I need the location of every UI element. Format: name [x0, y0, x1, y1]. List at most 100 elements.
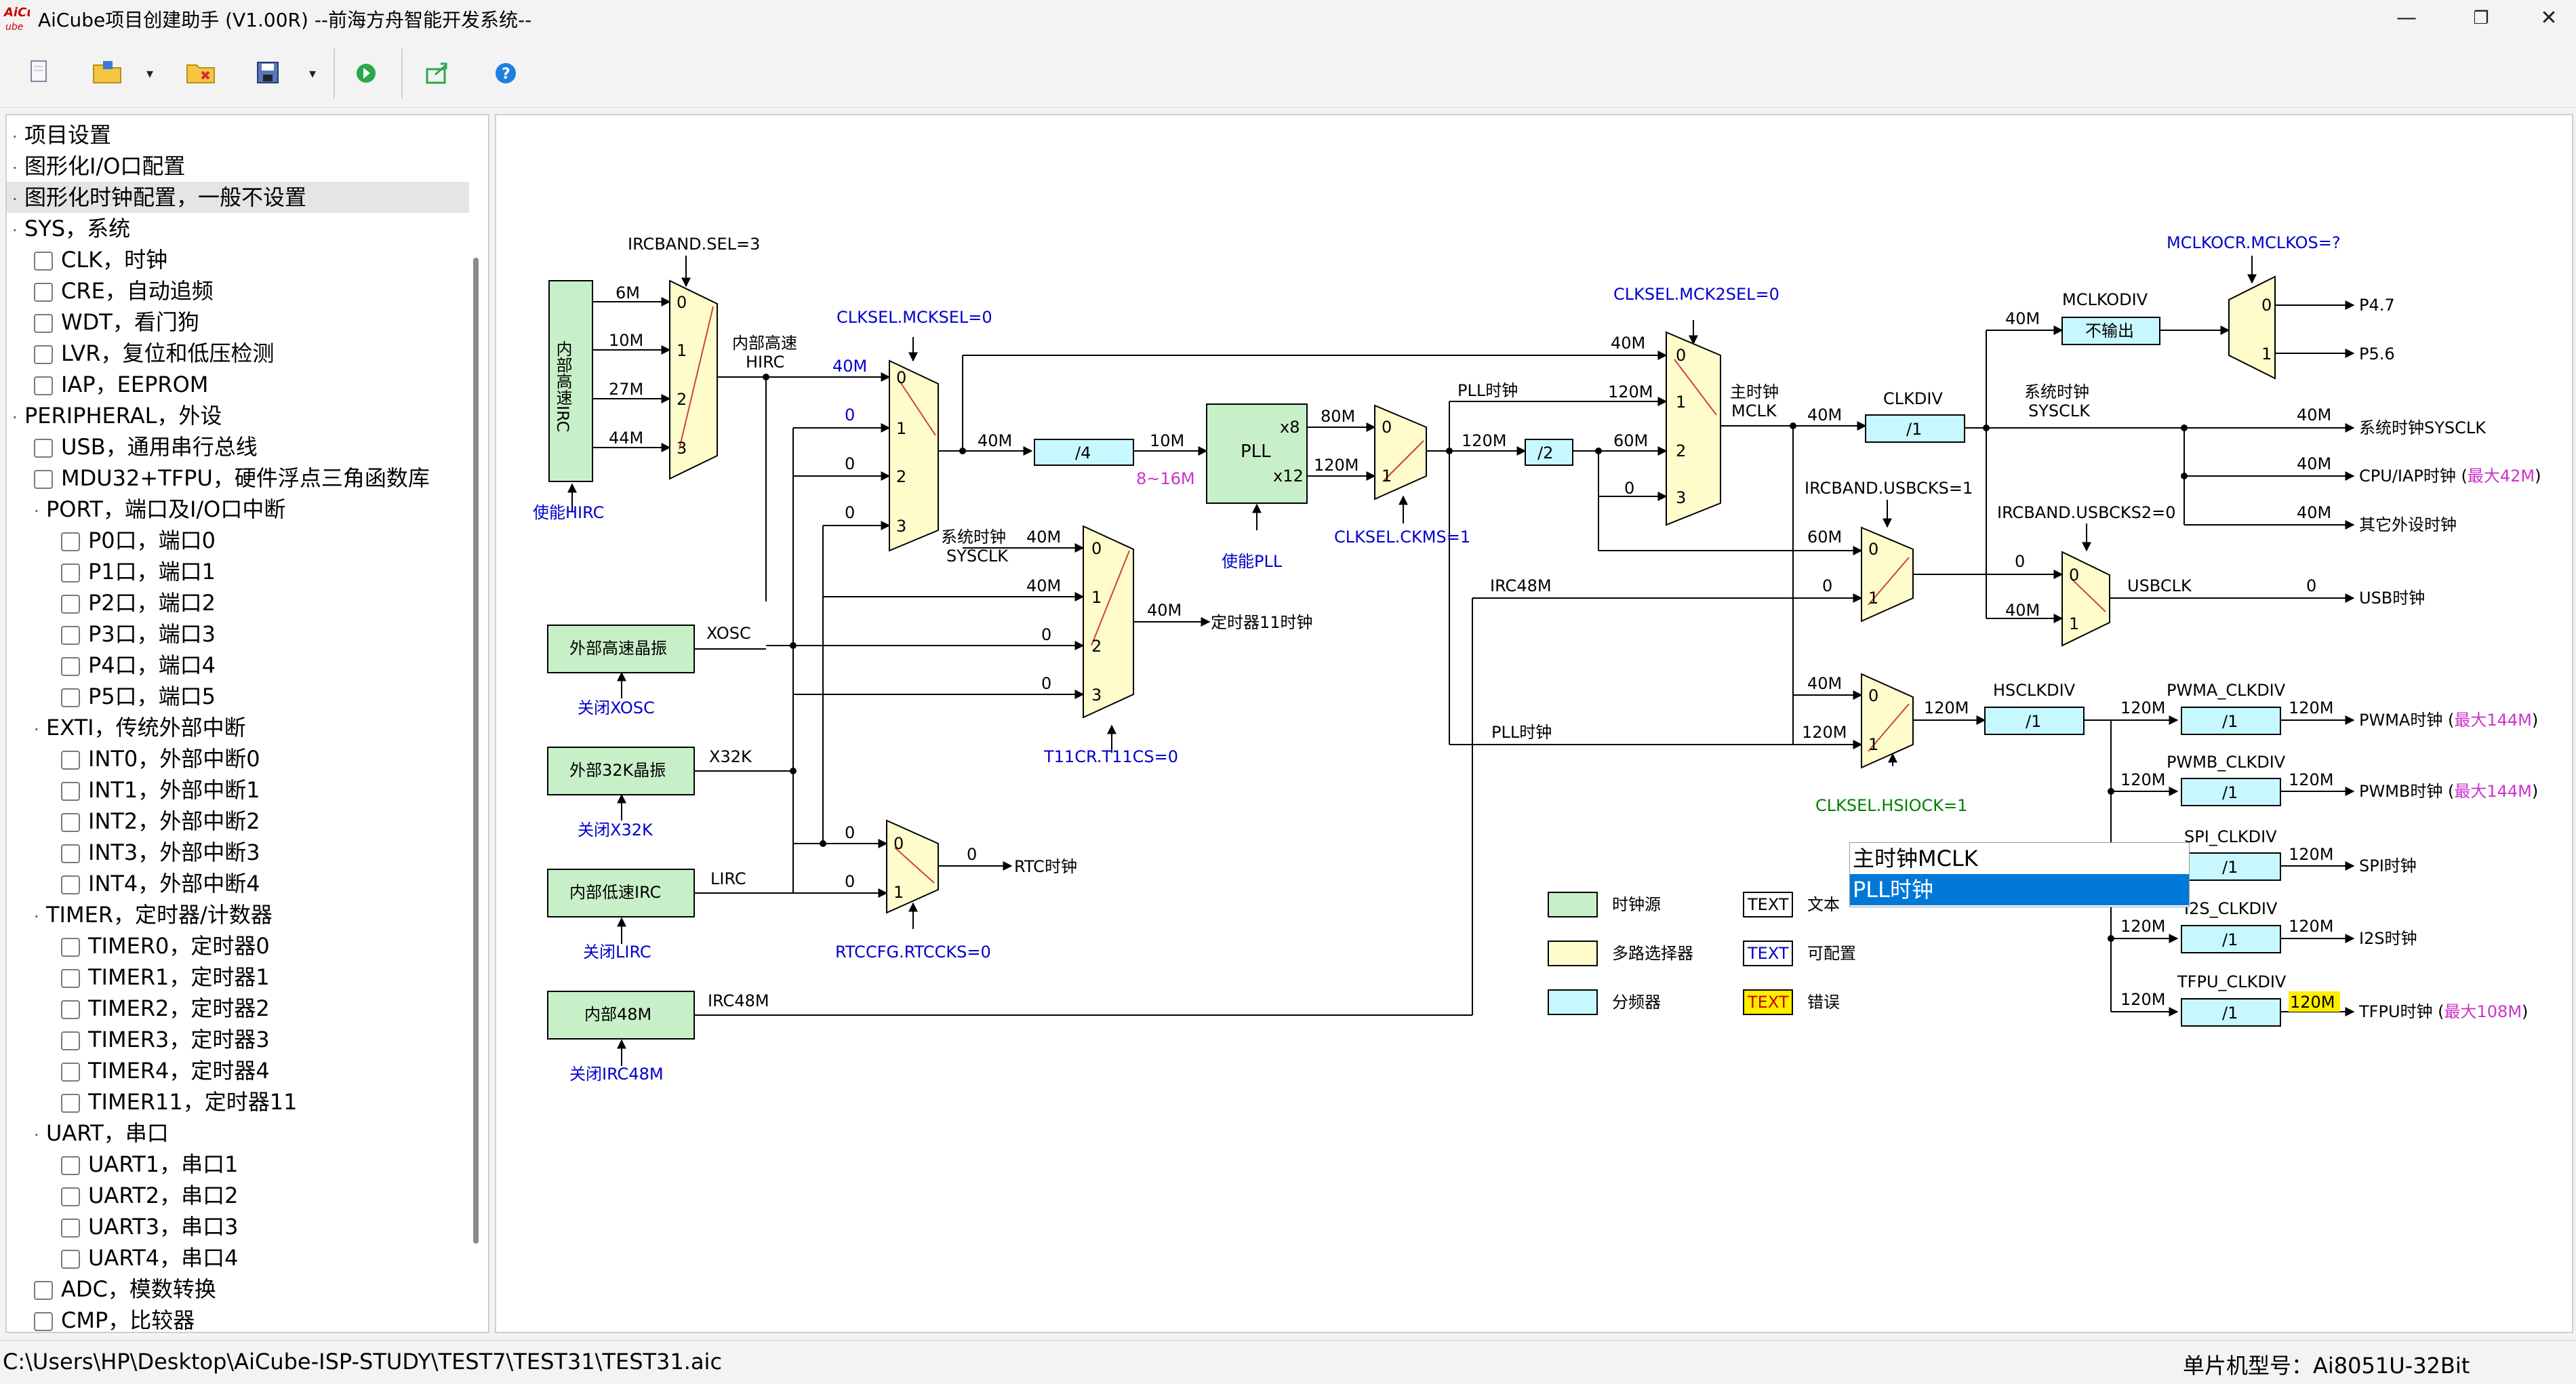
close-x32k-link[interactable]: 关闭X32K: [578, 820, 653, 839]
t11cs-reg[interactable]: T11CR.T11CS=0: [1043, 747, 1178, 766]
tree-item-checkbox[interactable]: [61, 688, 80, 707]
tree-item-checkbox[interactable]: [34, 470, 53, 489]
tree-item-checkbox[interactable]: [34, 252, 53, 271]
tree-item[interactable]: INT4，外部中断4: [7, 868, 469, 899]
tree-item[interactable]: INT3，外部中断3: [7, 837, 469, 868]
tree-item[interactable]: ·图形化时钟配置，一般不设置: [7, 182, 469, 213]
tree-item-checkbox[interactable]: [61, 813, 80, 832]
tree-item[interactable]: TIMER11，定时器11: [7, 1086, 469, 1118]
close-lirc-link[interactable]: 关闭LIRC: [583, 943, 651, 962]
tree-scrollbar[interactable]: [473, 258, 479, 1244]
lirc-source[interactable]: 内部低速IRC: [547, 869, 695, 917]
mclkocr-reg[interactable]: MCLKOCR.MCLKOS=?: [2167, 233, 2341, 252]
tree-expander-icon[interactable]: ·: [34, 502, 39, 521]
tree-expander-icon[interactable]: ·: [12, 408, 18, 427]
ckms-mux[interactable]: 01: [1374, 404, 1427, 500]
mck2sel-mux[interactable]: 01 23: [1666, 331, 1721, 526]
tree-item[interactable]: P1口，端口1: [7, 556, 469, 587]
tree-item-checkbox[interactable]: [61, 782, 80, 801]
tree-item-checkbox[interactable]: [34, 314, 53, 333]
tree-item[interactable]: P0口，端口0: [7, 525, 469, 556]
tree-item[interactable]: IAP，EEPROM: [7, 369, 469, 400]
tree-item-checkbox[interactable]: [61, 938, 80, 957]
tree-item-checkbox[interactable]: [61, 564, 80, 582]
tree-item-checkbox[interactable]: [61, 1063, 80, 1082]
popup-option-mclk[interactable]: 主时钟MCLK: [1853, 846, 1978, 871]
spi-div-box[interactable]: /1: [2181, 852, 2281, 881]
pwma-div-box[interactable]: /1: [2181, 707, 2281, 735]
tree-item[interactable]: ·项目设置: [7, 119, 469, 151]
tree-item[interactable]: INT2，外部中断2: [7, 806, 469, 837]
mcksel-mux[interactable]: 01 23: [889, 359, 939, 552]
x32k-source[interactable]: 外部32K晶振: [547, 747, 695, 795]
tree-item-checkbox[interactable]: [34, 439, 53, 458]
tree-item[interactable]: ·图形化I/O口配置: [7, 151, 469, 182]
tree-item[interactable]: MDU32+TFPU，硬件浮点三角函数库: [7, 462, 469, 494]
tree-item[interactable]: WDT，看门狗: [7, 307, 469, 338]
usbcks-mux[interactable]: 01: [1861, 526, 1914, 622]
tfpu-div-box[interactable]: /1: [2181, 998, 2281, 1027]
mck2sel-reg[interactable]: CLKSEL.MCK2SEL=0: [1613, 285, 1779, 304]
rtccks-mux[interactable]: 01: [886, 819, 939, 914]
tree-item[interactable]: ·UART，串口: [7, 1118, 469, 1149]
tree-expander-icon[interactable]: ·: [34, 1126, 39, 1145]
hsiock-reg[interactable]: CLKSEL.HSIOCK=1: [1815, 796, 1967, 815]
hirc-source[interactable]: 内部高速IRC: [548, 280, 593, 482]
tree-item-checkbox[interactable]: [61, 1219, 80, 1238]
tree-item[interactable]: ·SYS，系统: [7, 213, 469, 244]
pwmb-div-box[interactable]: /1: [2181, 778, 2281, 806]
tree-item[interactable]: ADC，模数转换: [7, 1273, 469, 1305]
clkdiv-box[interactable]: /1: [1865, 414, 1965, 443]
new-file-icon[interactable]: [20, 54, 58, 92]
tree-item[interactable]: LVR，复位和低压检测: [7, 338, 469, 369]
tree-item[interactable]: TIMER4，定时器4: [7, 1055, 469, 1086]
tree-item[interactable]: P4口，端口4: [7, 650, 469, 681]
close-irc48m-link[interactable]: 关闭IRC48M: [569, 1065, 664, 1084]
tree-item-checkbox[interactable]: [61, 875, 80, 894]
tree-item-checkbox[interactable]: [61, 657, 80, 676]
tree-item-checkbox[interactable]: [34, 1281, 53, 1300]
tree-item[interactable]: ·PORT，端口及I/O口中断: [7, 494, 469, 525]
mclkodiv-box[interactable]: 不输出: [2061, 317, 2160, 345]
tree-item-checkbox[interactable]: [34, 283, 53, 302]
tree-item-checkbox[interactable]: [61, 844, 80, 863]
tree-item-checkbox[interactable]: [61, 595, 80, 614]
tree-item[interactable]: UART4，串口4: [7, 1242, 469, 1273]
tree-item[interactable]: P3口，端口3: [7, 618, 469, 650]
div2-box[interactable]: /2: [1525, 439, 1573, 466]
tree-item-checkbox[interactable]: [34, 345, 53, 364]
tree-item-checkbox[interactable]: [61, 626, 80, 645]
save-dropdown-icon[interactable]: ▾: [309, 65, 317, 81]
div4-box[interactable]: /4: [1034, 439, 1134, 466]
tree-item[interactable]: UART3，串口3: [7, 1211, 469, 1242]
tree-item-checkbox[interactable]: [61, 532, 80, 551]
ircband-mux[interactable]: 01 23: [669, 279, 718, 480]
tree-item-checkbox[interactable]: [61, 1187, 80, 1206]
open-dropdown-icon[interactable]: ▾: [146, 65, 154, 81]
mclkocr-mux[interactable]: 01: [2228, 275, 2276, 380]
run-icon[interactable]: [347, 54, 385, 92]
tree-item-checkbox[interactable]: [61, 969, 80, 988]
tree-expander-icon[interactable]: ·: [34, 720, 39, 739]
save-icon[interactable]: [249, 54, 287, 92]
open-folder-icon[interactable]: [88, 54, 126, 92]
tree-item[interactable]: TIMER3，定时器3: [7, 1024, 469, 1055]
close-button[interactable]: ✕: [2540, 6, 2558, 30]
enable-hirc-link[interactable]: 使能HIRC: [533, 503, 604, 522]
tree-item[interactable]: TIMER1，定时器1: [7, 962, 469, 993]
i2s-div-box[interactable]: /1: [2181, 925, 2281, 953]
tree-item-checkbox[interactable]: [61, 751, 80, 770]
tree-item[interactable]: CRE，自动追频: [7, 275, 469, 307]
tree-item[interactable]: INT0，外部中断0: [7, 743, 469, 774]
popup-option-pll[interactable]: PLL时钟: [1850, 874, 2189, 905]
hsiock-mux[interactable]: 01: [1861, 673, 1914, 769]
tree-item-checkbox[interactable]: [61, 1250, 80, 1269]
mcksel-reg[interactable]: CLKSEL.MCKSEL=0: [837, 308, 992, 327]
ircband-reg[interactable]: IRCBAND.SEL=3: [628, 235, 760, 254]
xosc-source[interactable]: 外部高速晶振: [547, 625, 695, 673]
maximize-button[interactable]: ❐: [2473, 8, 2489, 28]
tree-item[interactable]: INT1，外部中断1: [7, 774, 469, 806]
tree-item[interactable]: UART1，串口1: [7, 1149, 469, 1180]
hsclkdiv-box[interactable]: /1: [1984, 707, 2085, 735]
t11cs-mux[interactable]: 01 23: [1083, 525, 1134, 719]
